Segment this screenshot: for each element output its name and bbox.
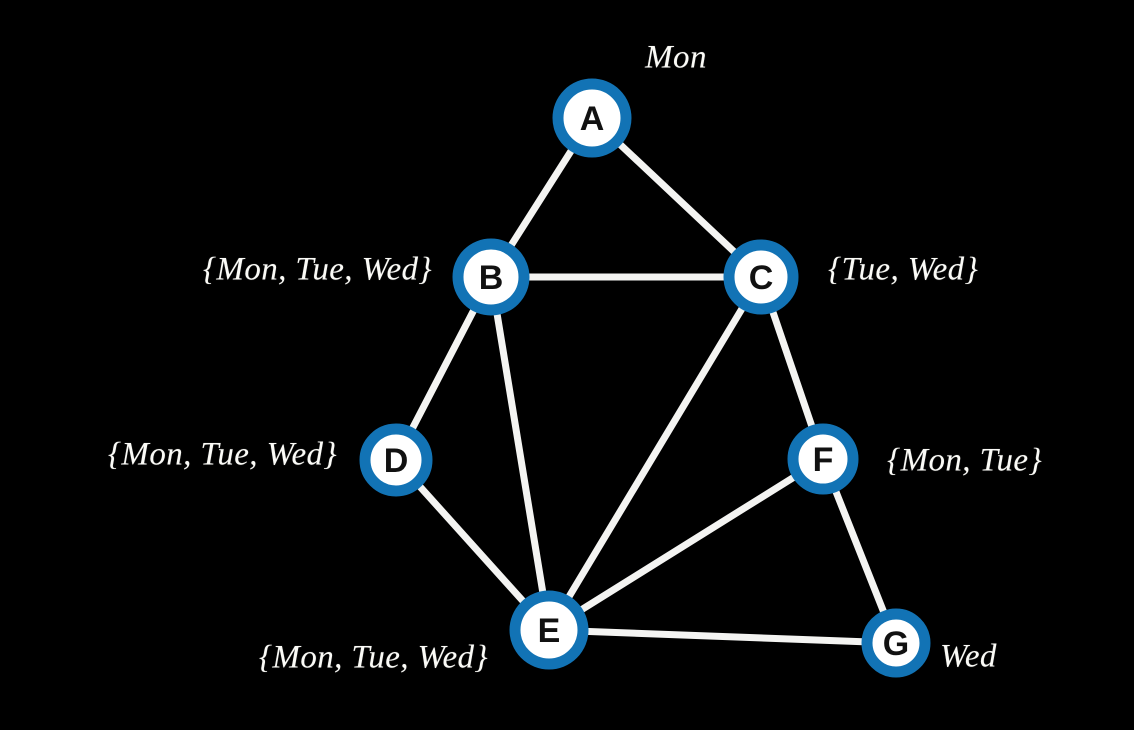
domain-label-d: {Mon, Tue, Wed} xyxy=(107,436,337,473)
node-circle-c[interactable] xyxy=(723,239,799,315)
domain-label-g: Wed xyxy=(940,638,997,675)
node-letter-g: G xyxy=(883,625,909,663)
node-circle-a[interactable] xyxy=(552,78,632,158)
node-b[interactable]: B xyxy=(452,238,530,316)
edge-e-g xyxy=(545,626,900,647)
domain-label-b: {Mon, Tue, Wed} xyxy=(202,251,432,288)
node-d[interactable]: D xyxy=(359,423,433,497)
edge-e-f xyxy=(545,455,827,634)
node-circle-g[interactable] xyxy=(861,608,931,678)
node-letter-b: B xyxy=(479,259,504,297)
node-circle-d[interactable] xyxy=(359,423,433,497)
node-letter-e: E xyxy=(538,612,561,650)
node-letter-a: A xyxy=(580,100,605,138)
nodes-layer: A B C D E F G xyxy=(359,78,931,678)
edges-layer xyxy=(392,114,900,647)
edge-b-e xyxy=(487,273,553,634)
domain-label-e: {Mon, Tue, Wed} xyxy=(258,639,488,676)
node-circle-b[interactable] xyxy=(452,238,530,316)
node-a[interactable]: A xyxy=(552,78,632,158)
domain-label-f: {Mon, Tue} xyxy=(887,442,1043,479)
node-circle-f[interactable] xyxy=(787,423,859,495)
node-letter-c: C xyxy=(749,259,774,297)
node-c[interactable]: C xyxy=(723,239,799,315)
node-f[interactable]: F xyxy=(787,423,859,495)
node-e[interactable]: E xyxy=(509,590,589,670)
domain-label-a: Mon xyxy=(645,39,707,76)
node-letter-f: F xyxy=(813,441,834,479)
node-g[interactable]: G xyxy=(861,608,931,678)
domain-label-c: {Tue, Wed} xyxy=(828,251,979,288)
node-circle-e[interactable] xyxy=(509,590,589,670)
edge-c-e xyxy=(545,273,765,634)
node-letter-d: D xyxy=(384,442,409,480)
